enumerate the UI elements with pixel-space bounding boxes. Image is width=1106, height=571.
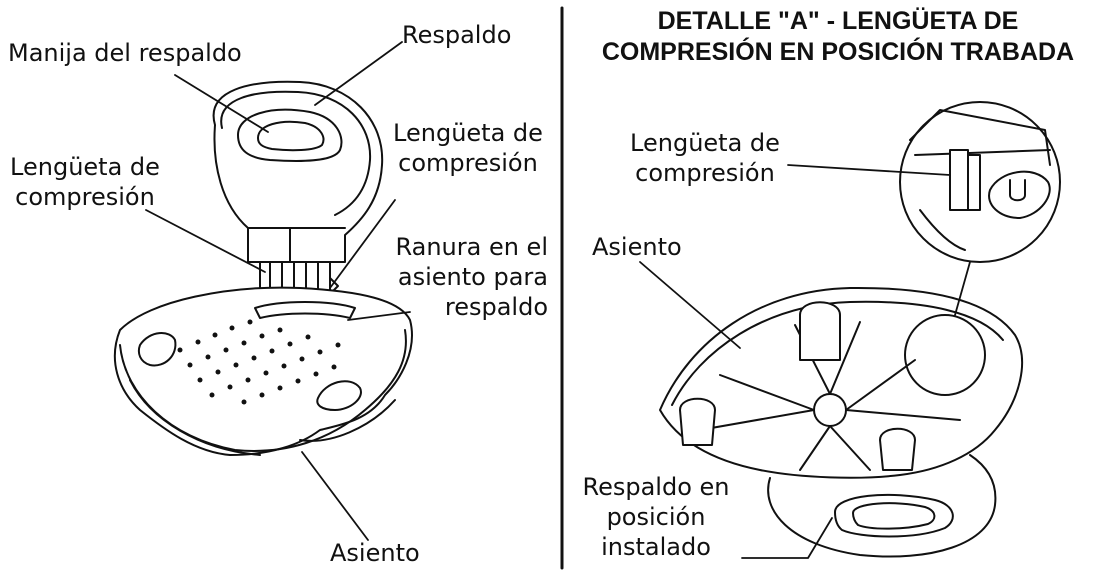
leader-tab-detail xyxy=(787,164,951,176)
leader-backrest-handle xyxy=(174,74,269,133)
detail-connector-line xyxy=(954,261,971,316)
label-seat-left: Asiento xyxy=(330,539,420,567)
label-seat-slot: Ranura en el asiento para respaldo xyxy=(395,233,548,321)
detail-title: DETALLE "A" - LENGÜETA DE COMPRESIÓN EN … xyxy=(578,6,1098,68)
leader-slot xyxy=(347,311,411,321)
leader-backrest xyxy=(314,41,403,106)
detail-title-line2: COMPRESIÓN EN POSICIÓN TRABADA xyxy=(601,38,1075,66)
leader-backrest-installed xyxy=(741,517,833,559)
label-backrest-handle: Manija del respaldo xyxy=(8,39,242,67)
detail-a-magnified-view xyxy=(899,101,1061,263)
seat-underside-illustration xyxy=(659,286,1023,479)
seat-illustration xyxy=(113,286,413,456)
leader-seat-left xyxy=(301,451,369,541)
leader-tab-right xyxy=(329,199,396,289)
label-compression-tab-left: Lengüeta de compresión xyxy=(10,153,160,211)
label-backrest-installed: Respaldo en posición instalado xyxy=(582,473,730,561)
leader-tab-left xyxy=(145,209,266,273)
label-compression-tab-right: Lengüeta de compresión xyxy=(393,119,543,177)
label-backrest: Respaldo xyxy=(402,21,512,49)
label-compression-tab-detail: Lengüeta de compresión xyxy=(630,129,780,187)
leader-seat-right xyxy=(639,261,741,349)
label-seat-right: Asiento xyxy=(592,233,682,261)
seat-holes xyxy=(177,319,341,405)
backrest-installed-illustration xyxy=(767,454,997,558)
detail-title-line1: DETALLE "A" - LENGÜETA DE xyxy=(657,7,1019,35)
